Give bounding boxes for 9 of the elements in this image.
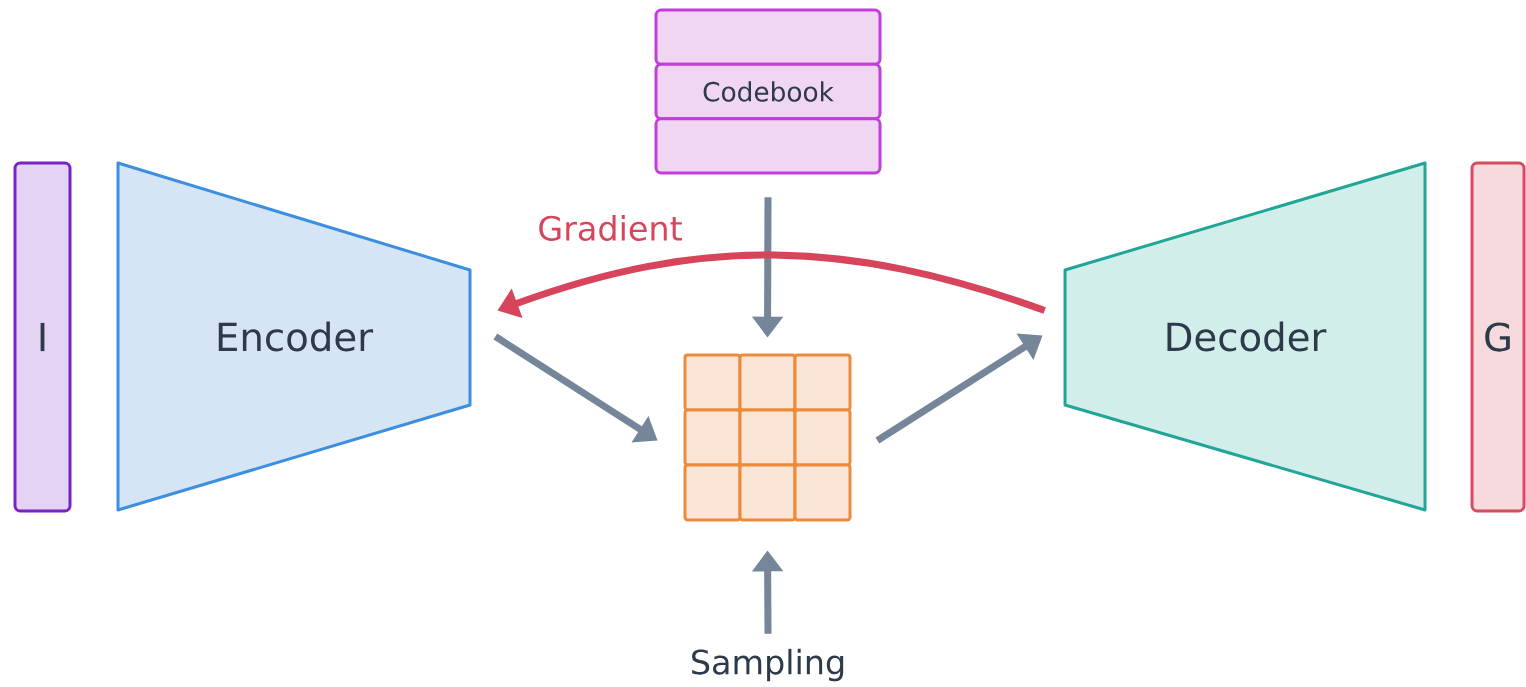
input-bar: I [13,161,72,513]
encoder-trapezoid: Encoder [116,161,472,512]
codebook-stack: Codebook [654,8,882,175]
sampling-label: Sampling [692,648,844,682]
token-grid [683,353,852,522]
output-bar: G [1470,161,1526,513]
edge-label: Gradient [533,211,687,245]
node-label: Codebook [703,81,834,102]
decoder-trapezoid: Decoder [1063,161,1427,512]
